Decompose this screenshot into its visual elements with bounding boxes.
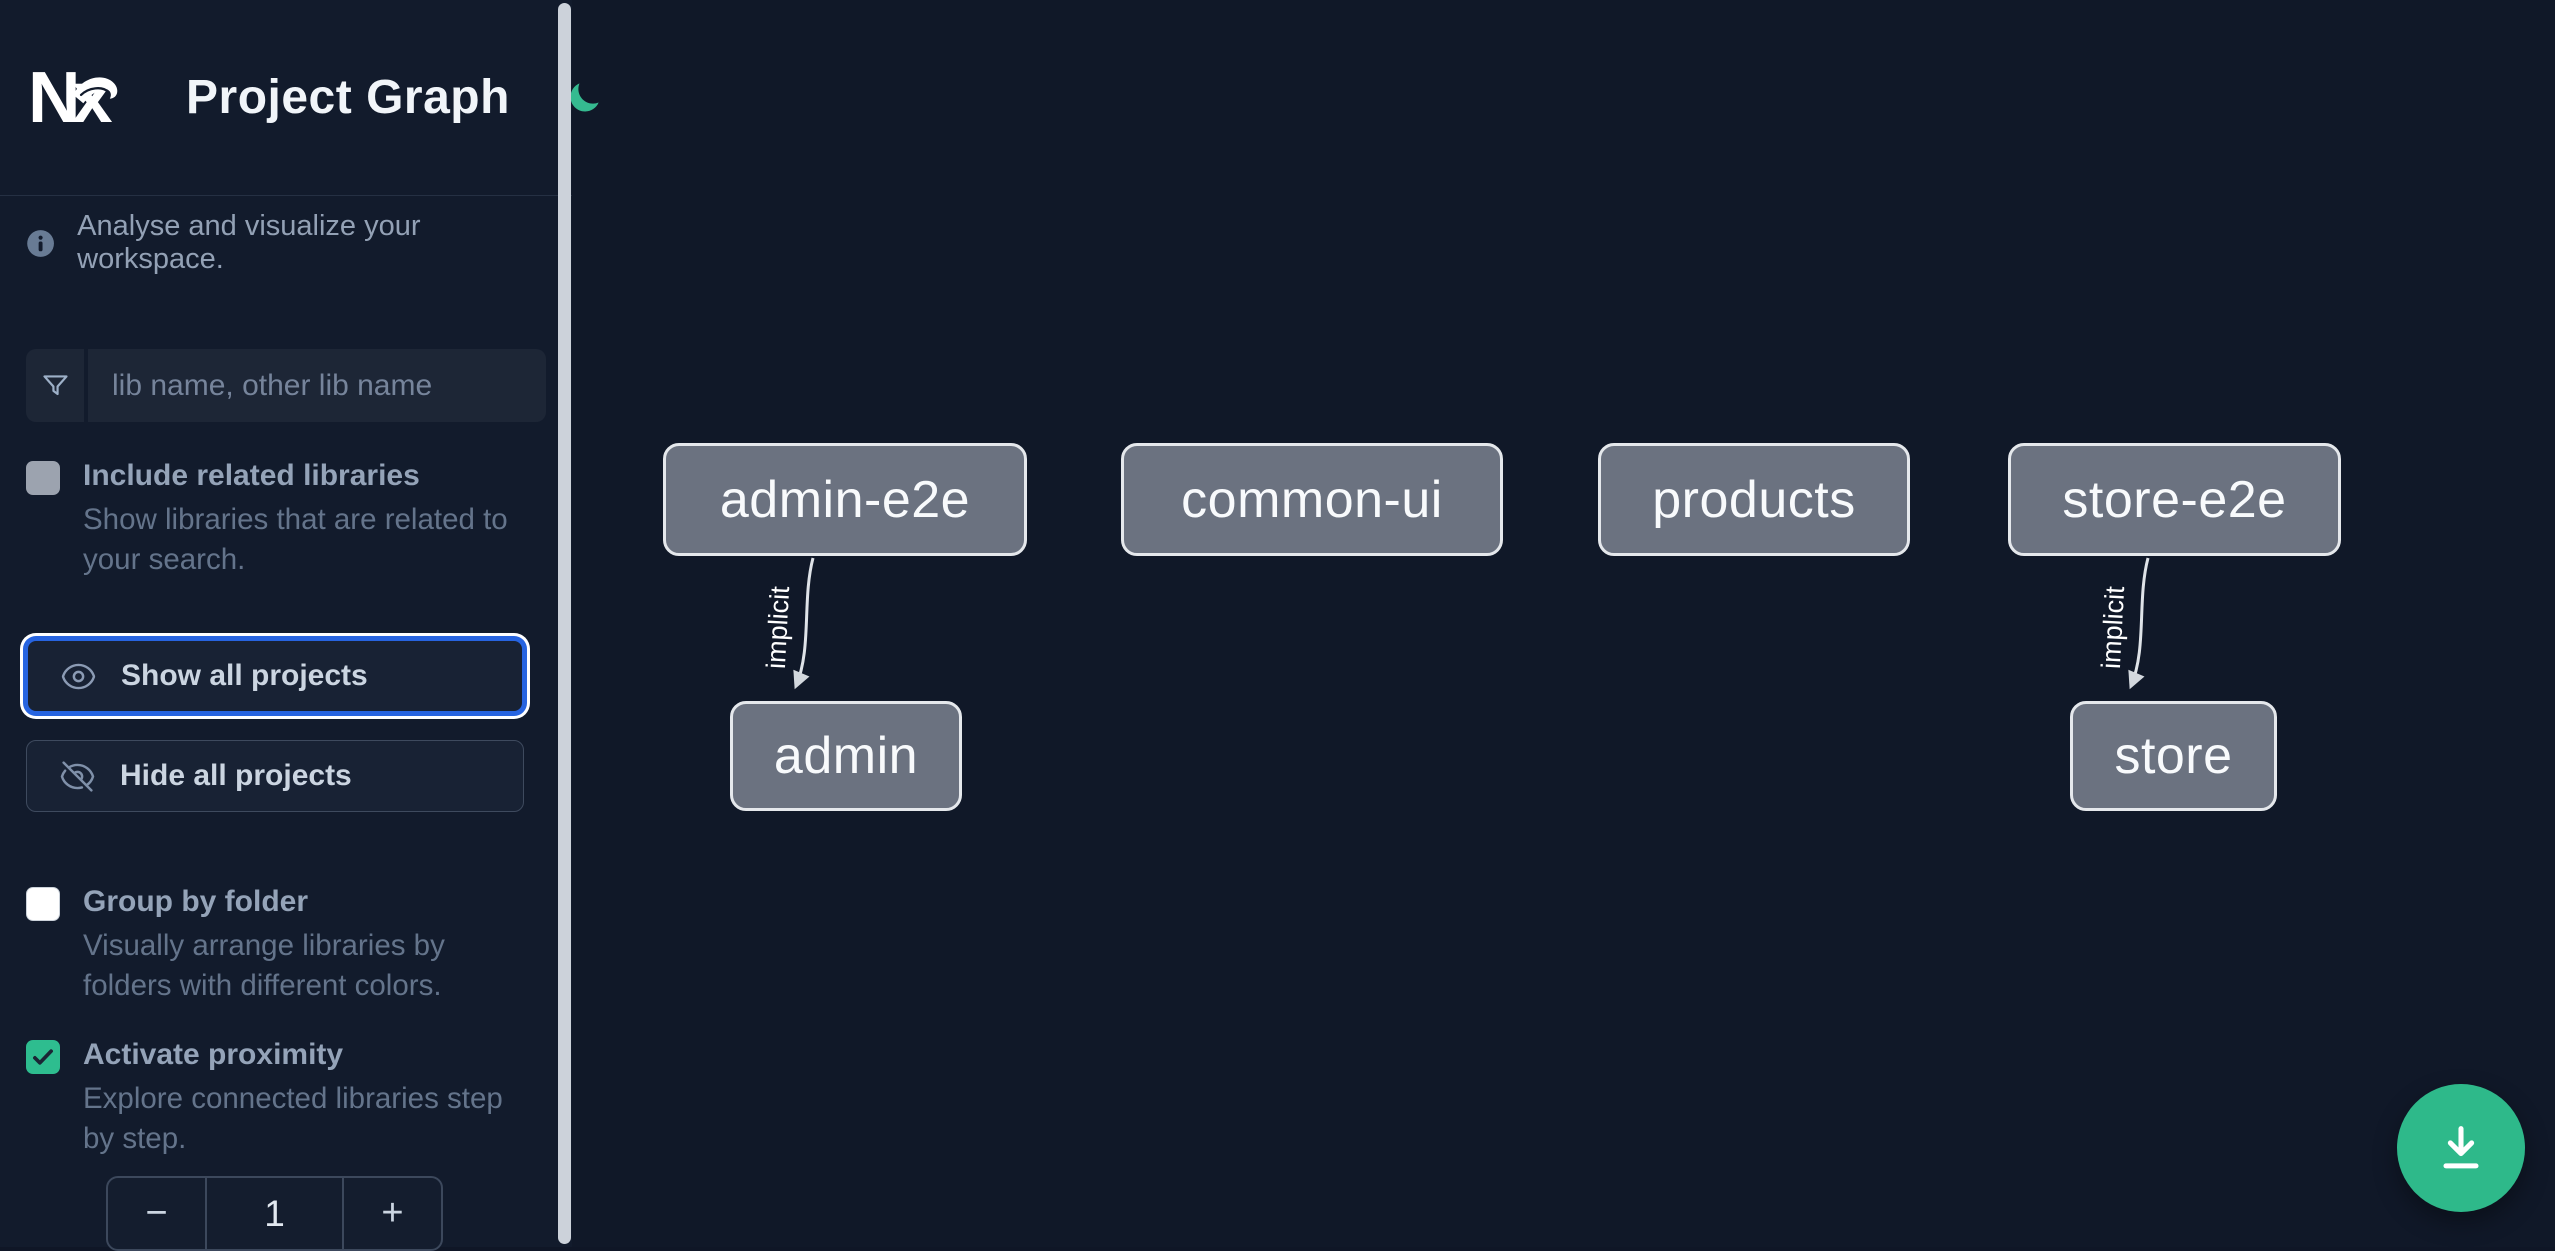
download-button[interactable] — [2397, 1084, 2525, 1212]
moon-icon — [570, 82, 599, 111]
show-all-projects-label: Show all projects — [121, 659, 368, 692]
graph-edge-store-e2e-store — [2128, 557, 2150, 690]
theme-toggle-button[interactable] — [566, 80, 602, 116]
sidebar-scrollbar[interactable] — [558, 3, 571, 1244]
filter-box — [26, 349, 546, 422]
option-description: Visually arrange libraries by folders wi… — [83, 929, 445, 1002]
increment-button[interactable]: + — [342, 1178, 441, 1249]
edge-label-implicit: implicit — [2096, 585, 2130, 669]
graph-node-products[interactable]: products — [1598, 443, 1910, 556]
filter-input[interactable] — [88, 349, 546, 422]
graph-node-store[interactable]: store — [2070, 701, 2277, 811]
group-by-folder-checkbox[interactable] — [26, 887, 60, 921]
option-description: Show libraries that are related to your … — [83, 503, 508, 576]
graph-node-common-ui[interactable]: common-ui — [1121, 443, 1503, 556]
graph-edge-admin-e2e-admin — [793, 557, 815, 690]
eye-slash-icon — [60, 760, 95, 792]
include-related-libraries-checkbox[interactable] — [26, 461, 60, 495]
funnel-icon — [42, 375, 68, 396]
graph-node-admin-e2e[interactable]: admin-e2e — [663, 443, 1027, 556]
edge-label-implicit: implicit — [761, 585, 795, 669]
filter-addon — [26, 349, 84, 422]
option-group-by-folder: Group by folder Visually arrange librari… — [26, 885, 546, 1006]
graph-node-store-e2e[interactable]: store-e2e — [2008, 443, 2341, 556]
sidebar-body: Analyse and visualize your workspace. In… — [0, 210, 572, 1251]
nx-logo-text: Nx — [28, 60, 112, 136]
sidebar-header: Nx Project Graph — [0, 0, 599, 196]
graph-node-admin[interactable]: admin — [730, 701, 962, 811]
option-label[interactable]: Include related libraries — [83, 459, 420, 492]
nx-logo: Nx — [28, 60, 121, 136]
check-icon — [33, 1049, 53, 1065]
page-title: Project Graph — [186, 71, 510, 124]
option-label[interactable]: Group by folder — [83, 885, 308, 918]
hide-all-projects-button[interactable]: Hide all projects — [26, 740, 524, 812]
option-activate-proximity: Activate proximity Explore connected lib… — [26, 1038, 546, 1159]
sidebar: Nx Project Graph Analyse and visualize y… — [0, 0, 599, 1251]
option-description: Explore connected libraries step by step… — [83, 1082, 503, 1155]
eye-icon — [61, 663, 96, 689]
option-label[interactable]: Activate proximity — [83, 1038, 344, 1071]
option-include-related-libraries: Include related libraries Show libraries… — [26, 459, 546, 580]
decrement-button[interactable]: − — [108, 1178, 207, 1249]
hide-all-projects-label: Hide all projects — [120, 759, 352, 792]
activate-proximity-checkbox[interactable] — [26, 1040, 60, 1074]
workspace-info-text: Analyse and visualize your workspace. — [77, 210, 421, 275]
proximity-depth-value: 1 — [264, 1192, 285, 1234]
info-icon — [27, 229, 54, 257]
workspace-info: Analyse and visualize your workspace. — [26, 210, 546, 276]
proximity-depth-stepper: − 1 + — [106, 1176, 443, 1251]
show-all-projects-button[interactable]: Show all projects — [26, 639, 524, 713]
download-icon — [2443, 1126, 2479, 1169]
